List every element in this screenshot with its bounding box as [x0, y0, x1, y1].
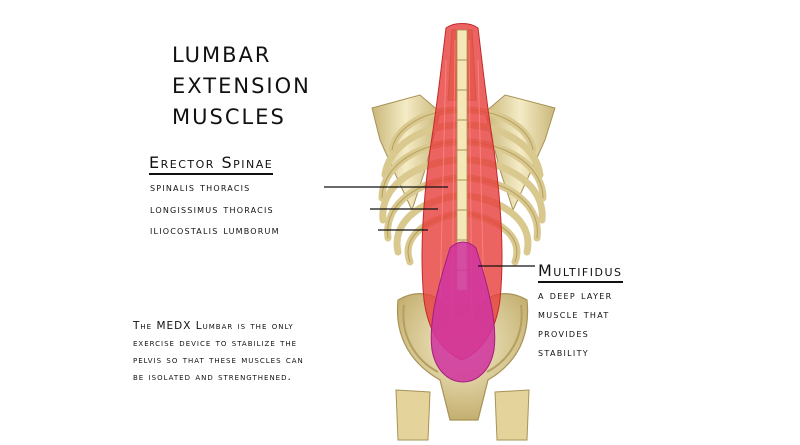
right-femur	[494, 389, 530, 441]
label-longissimus-thoracis: longissimus thoracis	[150, 202, 274, 216]
title-line-1: LUMBAR	[172, 43, 272, 67]
multifidus-desc-line-3: provides	[538, 326, 590, 340]
left-femur	[395, 389, 431, 441]
leader-lines	[324, 186, 535, 267]
diagram-title: LUMBAR EXTENSION MUSCLES	[172, 40, 311, 133]
note-line-1: The MEDX Lumbar is the only	[133, 320, 294, 332]
title-line-2: EXTENSION	[172, 74, 311, 98]
label-spinalis-thoracis: spinalis thoracis	[150, 180, 251, 194]
note-line-3: pelvis so that these muscles can	[133, 354, 304, 366]
multifidus-desc-line-1: a deep layer	[538, 288, 613, 302]
label-iliocostalis-lumborum: iliocostalis lumborum	[150, 223, 280, 237]
multifidus-muscle	[430, 241, 496, 383]
medx-note: The MEDX Lumbar is the only exercise dev…	[133, 318, 304, 386]
title-line-3: MUSCLES	[172, 105, 286, 129]
note-line-2: exercise device to stabilize the	[133, 337, 298, 349]
note-line-4: be isolated and strengthened.	[133, 371, 292, 383]
multifidus-description: a deep layer muscle that provides stabil…	[538, 286, 612, 362]
multifidus-heading: Multifidus	[538, 261, 623, 283]
multifidus-desc-line-4: stability	[538, 345, 589, 359]
erector-spinae-heading: Erector Spinae	[149, 153, 274, 175]
multifidus-desc-line-2: muscle that	[538, 307, 610, 321]
